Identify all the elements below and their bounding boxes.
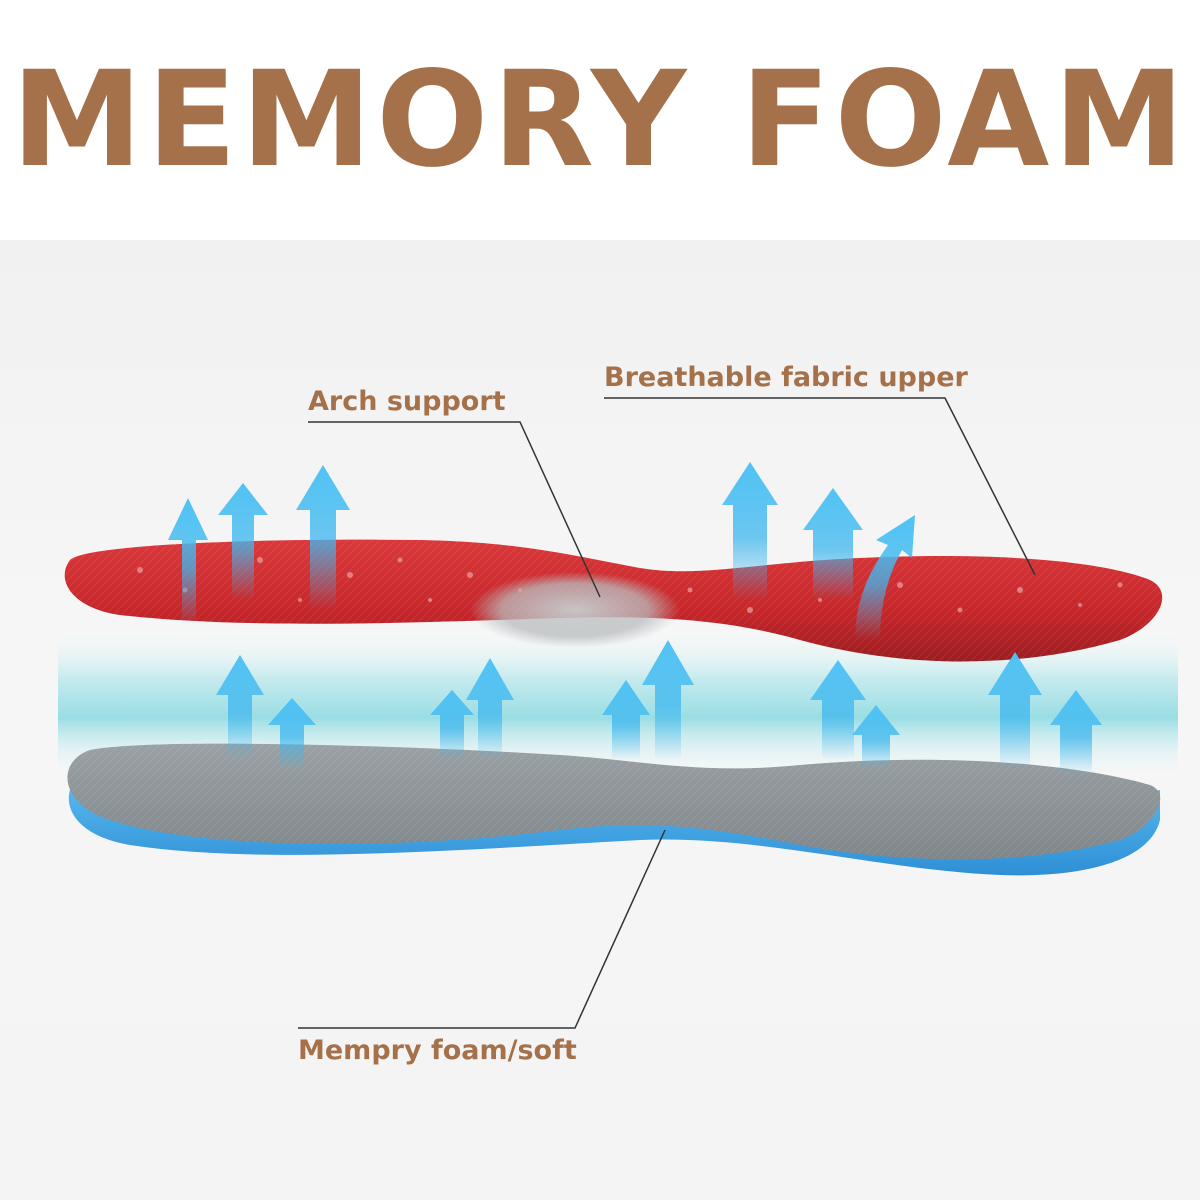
arch-support-label: Arch support (308, 386, 506, 417)
callout-leader-lines (298, 397, 1036, 1029)
memory-foam-label: Mempry foam/soft (298, 1035, 577, 1066)
upward-airflow-arrow-icon (168, 462, 1102, 775)
fabric-upper-label: Breathable fabric upper (604, 362, 968, 393)
page-title: MEMORY FOAM (11, 43, 1189, 197)
foam-texture (67, 743, 1161, 860)
arch-support-pad (470, 572, 680, 648)
